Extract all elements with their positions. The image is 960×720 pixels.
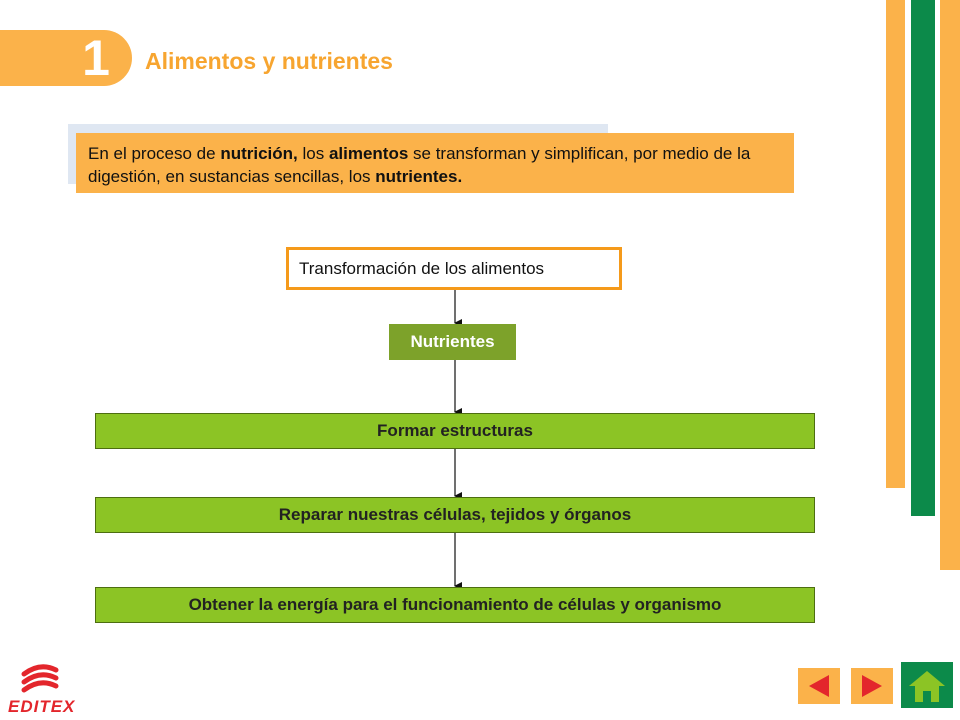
unit-tab — [0, 30, 132, 86]
flow-node-step-1: Formar estructuras — [95, 413, 815, 449]
intro-text: En el proceso de nutrición, los alimento… — [76, 133, 794, 193]
home-button[interactable] — [901, 662, 953, 708]
flow-node-nutrients: Nutrientes — [389, 324, 516, 360]
editex-logo-text: EDITEX — [8, 697, 76, 716]
decor-stripe-orange-2 — [940, 0, 960, 570]
next-button[interactable] — [851, 668, 893, 704]
intro-part-2: los — [297, 144, 329, 163]
flow-node-step-3: Obtener la energía para el funcionamient… — [95, 587, 815, 623]
prev-button[interactable] — [798, 668, 840, 704]
intro-part-3: se transforman y simplifican, por medio … — [88, 144, 751, 186]
flow-node-step-2: Reparar nuestras células, tejidos y órga… — [95, 497, 815, 533]
home-icon — [909, 671, 945, 702]
triangle-left-icon — [809, 675, 829, 697]
decor-stripe-orange-1 — [886, 0, 905, 488]
flow-node-transformation: Transformación de los alimentos — [286, 247, 622, 290]
unit-number: 1 — [82, 30, 110, 86]
decor-stripe-green — [911, 0, 935, 516]
intro-part-1: En el proceso de — [88, 144, 221, 163]
intro-bold-alimentos: alimentos — [328, 144, 409, 163]
page-title: Alimentos y nutrientes — [145, 48, 393, 74]
editex-logo-icon — [21, 664, 59, 693]
intro-bold-nutrientes: nutrientes. — [375, 167, 463, 186]
triangle-right-icon — [862, 675, 882, 697]
intro-bold-nutricion: nutrición, — [220, 144, 298, 163]
